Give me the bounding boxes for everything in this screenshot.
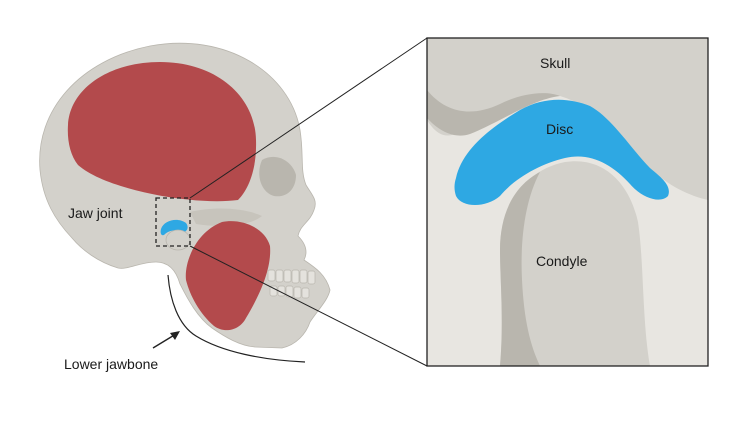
zoom-connector-top: [189, 37, 428, 199]
label-condyle: Condyle: [536, 253, 588, 269]
label-disc: Disc: [546, 121, 573, 137]
zoom-skull-bone: [427, 38, 708, 200]
label-lower-jawbone: Lower jawbone: [64, 356, 158, 372]
lower-jawbone-bracket: [167, 274, 306, 363]
zoom-skull-shadow: [427, 90, 560, 136]
zoom-disc: [454, 99, 669, 205]
label-skull: Skull: [540, 55, 570, 71]
zoom-condyle-shadow: [500, 172, 540, 366]
skull-illustration: [39, 42, 331, 349]
masseter-muscle: [185, 221, 271, 331]
label-jaw-joint: Jaw joint: [68, 205, 123, 221]
lower-jawbone-arrowhead: [170, 331, 180, 340]
eye-socket: [259, 156, 296, 197]
cheekbone: [190, 208, 262, 226]
zoom-panel-border: [426, 37, 709, 367]
joint-condyle: [165, 229, 191, 251]
lower-jawbone-arrow: [152, 333, 177, 349]
jaw-joint-highlight-box: [155, 197, 191, 247]
zoom-connector-bottom: [189, 245, 428, 367]
zoom-panel: Skull Disc Condyle: [426, 37, 709, 367]
zoom-condyle-bone: [500, 161, 650, 366]
temporal-muscle: [67, 62, 257, 202]
teeth: [267, 269, 316, 299]
